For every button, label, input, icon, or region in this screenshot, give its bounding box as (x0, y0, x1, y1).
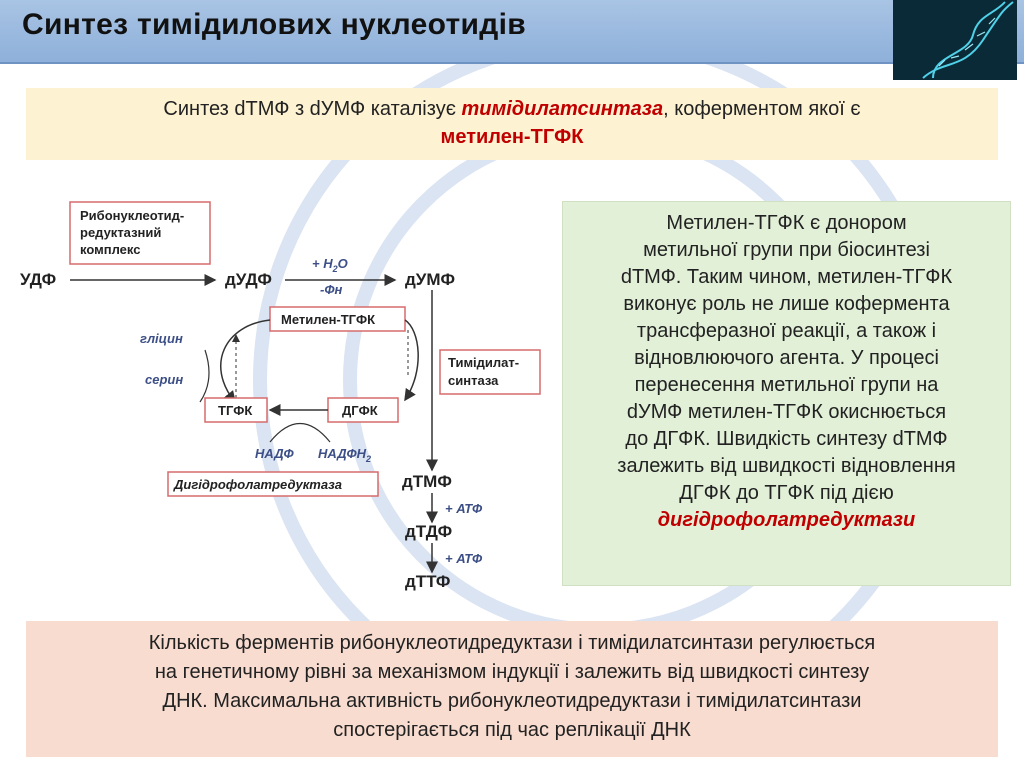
dhfa-label: ДГФК (342, 403, 378, 418)
explanation-line: відновлюючого агента. У процесі (634, 347, 939, 369)
dtdf-label: дТДФ (405, 522, 452, 541)
explanation-enzyme: дигідрофолатредуктази (657, 509, 916, 531)
regulation-line: на генетичному рівні за механізмом індук… (154, 661, 870, 683)
cycle-arc-left (219, 319, 271, 404)
thfa-label: ТГФК (218, 403, 252, 418)
regulation-line: ДНК. Максимальна активність рибонуклеоти… (162, 690, 862, 712)
atp-label-2: + АТФ (445, 551, 483, 566)
page-title: Синтез тимідилових нуклеотидів (22, 8, 526, 41)
title-bar: Синтез тимідилових нуклеотидів (0, 0, 1024, 64)
dhfa-box (327, 397, 399, 423)
synthesis-diagram: Рибонуклеотид- редуктазний комплекс УДФ … (20, 201, 541, 591)
explanation-line: залежить від швидкості відновлення (617, 455, 956, 477)
explanation-line: перенесення метильної групи на (634, 374, 939, 396)
dttf-label: дТТФ (405, 572, 450, 591)
explanation-line: Метилен-ТГФК є донором (666, 212, 907, 234)
explanation-line: dТМФ. Таким чином, метилен-ТГФК (620, 266, 953, 288)
glycine-serine-arc (199, 349, 210, 403)
dhfr-label: Дигідрофолатредуктаза (173, 477, 342, 492)
udf-label: УДФ (20, 270, 56, 289)
h2o-label: + H2O (312, 256, 348, 274)
explanation-line: до ДГФК. Швидкість синтезу dТМФ (625, 428, 948, 450)
dump-label: дУМФ (405, 270, 455, 289)
methylene-label: Метилен-ТГФК (281, 312, 375, 327)
fn-label: -Фн (320, 282, 342, 297)
explanation-line: dУМФ метилен-ТГФК окиснюється (626, 401, 947, 423)
regulation-box: Кількість ферментів рибонуклеотидредукта… (26, 621, 998, 757)
ribo-line-2: редуктазний (80, 225, 161, 240)
ribonucleotide-reductase-box (69, 201, 211, 265)
thfa-box (204, 397, 268, 423)
nadph-label: НАДФН2 (318, 446, 371, 464)
regulation-line: спостерігається під час реплікації ДНК (333, 719, 691, 741)
intro-box: Синтез dТМФ з dУМФ каталізує тимідилатси… (26, 88, 998, 160)
thymidylate-synthase-box (439, 349, 541, 395)
dhfr-box (167, 471, 379, 497)
intro-text-2: , коферментом якої є (663, 98, 861, 120)
serine-label: серин (145, 372, 183, 387)
dudf-label: дУДФ (225, 270, 272, 289)
intro-text-1: Синтез dТМФ з dУМФ каталізує (163, 98, 462, 120)
ts-line-1: Тимідилат- (448, 355, 519, 370)
explanation-line: трансферазної реакції, а також і (636, 320, 937, 342)
regulation-line: Кількість ферментів рибонуклеотидредукта… (148, 632, 876, 654)
dtmp-label: дТМФ (402, 472, 452, 491)
ribo-line-1: Рибонуклеотид- (80, 208, 184, 223)
explanation-line: метильної групи при біосинтезі (643, 239, 930, 261)
methylene-thfa-box (269, 306, 406, 332)
enzyme-name: тимідилатсинтаза (461, 98, 664, 120)
explanation-line: виконує роль не лише кофермента (623, 293, 950, 315)
explanation-box: Метилен-ТГФК є донором метильної групи п… (562, 201, 1011, 586)
ribo-line-3: комплекс (80, 242, 140, 257)
atp-label-1: + АТФ (445, 501, 483, 516)
dna-helix-icon (893, 0, 1017, 80)
cycle-arc-right (404, 319, 419, 402)
coenzyme-name: метилен-ТГФК (440, 126, 584, 148)
glycine-label: гліцин (140, 331, 183, 346)
ts-line-2: синтаза (448, 373, 499, 388)
nadp-label: НАДФ (255, 446, 294, 461)
nadph-arc (269, 422, 331, 443)
explanation-line: ДГФК до ТГФК під дією (679, 482, 894, 504)
